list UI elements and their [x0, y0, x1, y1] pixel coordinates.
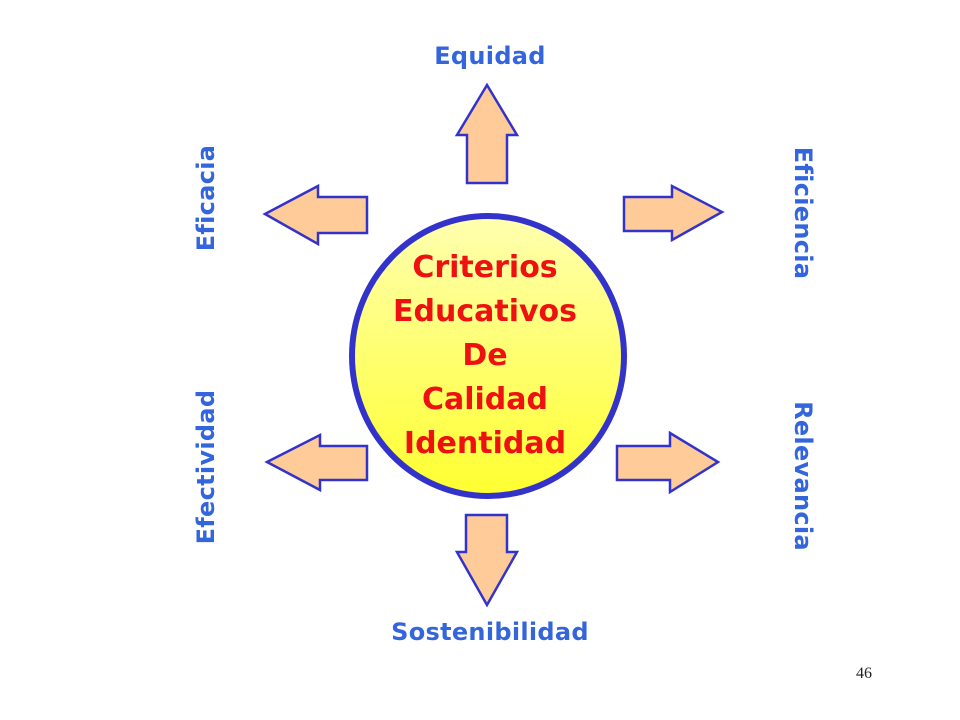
center-line-1: Criterios — [412, 250, 558, 285]
label-efectividad: Efectividad — [192, 389, 220, 545]
label-equidad: Equidad — [434, 42, 546, 70]
arrow-up-equidad — [454, 82, 520, 185]
page-number: 46 — [856, 665, 872, 682]
label-relevancia: Relevancia — [789, 401, 817, 551]
label-eficacia: Eficacia — [192, 144, 220, 252]
arrow-down-sostenibilidad — [454, 513, 520, 608]
label-sostenibilidad: Sostenibilidad — [391, 618, 589, 646]
center-line-5: Identidad — [403, 426, 567, 461]
center-title: Criterios Educativos De Calidad Identida… — [360, 246, 610, 466]
arrow-right-relevancia — [615, 430, 721, 495]
arrow-right-eficiencia — [622, 183, 725, 243]
center-line-3: De — [462, 338, 508, 373]
label-eficiencia: Eficiencia — [789, 146, 817, 280]
center-circle — [349, 213, 627, 499]
center-line-4: Calidad — [421, 382, 549, 417]
center-line-2: Educativos — [393, 294, 577, 329]
arrow-left-eficacia — [262, 183, 369, 247]
arrow-left-efectividad — [264, 432, 369, 493]
